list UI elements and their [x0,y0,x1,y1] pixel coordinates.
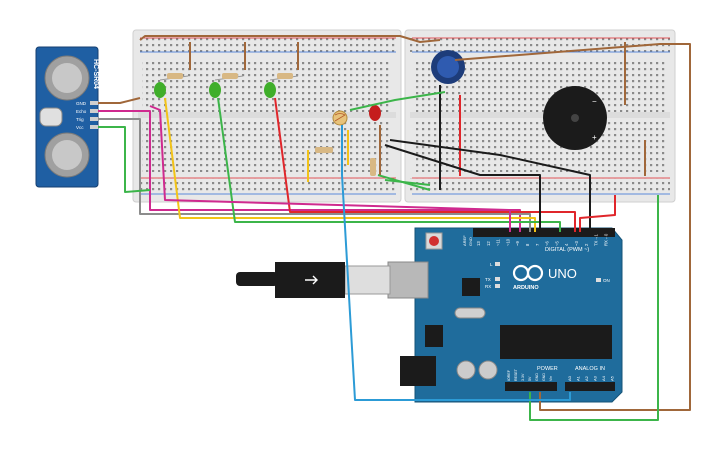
analog-pin-label: A0 [567,375,572,381]
arduino-uno-board: UNO ARDUINO DIGITAL (PWM ~) POWER ANALOG… [387,227,623,403]
breadboard-right [404,29,676,203]
resistor-1 [159,73,189,81]
tx-led-label: TX [485,277,491,282]
power-pin-label: Vin [549,376,553,381]
photoresistor [332,110,348,126]
digital-pin-label: 7 [535,243,540,246]
analog-pin-label: A5 [610,375,615,381]
analog-header [565,382,615,391]
digital-pin-label: 4 [564,243,569,246]
sensor-pin-label: Trig [76,117,84,122]
power-pin-label: 3.3V [521,373,525,381]
on-led-label: ON [603,278,610,283]
resistor-5 [370,158,376,176]
digital-pin-label: TX→1 [594,233,599,246]
digital-pin-label: 12 [486,241,491,246]
analog-pin-label: A1 [576,375,581,381]
power-pin-label: GND [535,373,539,381]
digital-pin-label: 8 [525,243,530,246]
analog-label: ANALOG IN [575,366,605,372]
digital-pin-label: 2 [584,243,589,246]
analog-pin-label: A4 [601,375,606,381]
digital-pin-label: ~10 [505,238,510,246]
sensor-pin-label: Vcc [76,125,84,130]
arduino-model-label: UNO [548,266,577,281]
usb-cable [236,262,391,298]
analog-pin-label: A3 [593,375,598,381]
digital-pin-label: ~3 [574,241,579,246]
rx-led-label: RX [485,284,491,289]
buzzer: − + [543,86,607,150]
sensor-name: HC-SR04 [92,59,99,89]
power-pin-label: RESET [514,368,518,381]
usb-symbol-icon [305,275,318,285]
led-green-1 [154,82,166,98]
digital-pin-label: ~6 [545,241,550,246]
power-pin-label: GND [542,373,546,381]
digital-pin-label: ~9 [515,241,520,246]
arduino-logo [512,264,544,282]
arduino-brand-label: ARDUINO [513,285,539,291]
wires [98,35,691,421]
resistor-3 [269,73,299,81]
led-red [369,105,381,121]
svg-text:+: + [592,133,597,142]
led-green-2 [209,82,221,98]
digital-pin-label: RX←0 [603,233,608,246]
potentiometer [431,50,465,84]
atmega-chip [500,325,612,359]
sensor-pin-label: Echo [76,109,87,114]
digital-pin-label: AREF [462,235,467,246]
analog-pin-label: A2 [584,375,589,381]
power-pin-label: IOREF [507,369,511,381]
power-label: POWER [537,366,558,372]
digital-pin-label: ~5 [554,241,559,246]
digital-pin-label: ~11 [496,239,501,246]
l-led-label: L [490,262,493,267]
breadboard-left [132,29,402,203]
svg-text:−: − [592,97,597,106]
digital-header [473,228,615,237]
dc-jack [400,356,436,386]
digital-label: DIGITAL (PWM ~) [545,247,589,253]
digital-pin-label: GND [468,237,473,246]
digital-pin-label: 13 [476,241,481,246]
resistor-4 [315,147,333,153]
usb-port [387,261,429,299]
resistor-2 [214,73,244,81]
power-pin-label: 5V [528,376,532,381]
sensor-pin-label: GND [76,101,87,106]
led-green-3 [264,82,276,98]
power-header [505,382,557,391]
